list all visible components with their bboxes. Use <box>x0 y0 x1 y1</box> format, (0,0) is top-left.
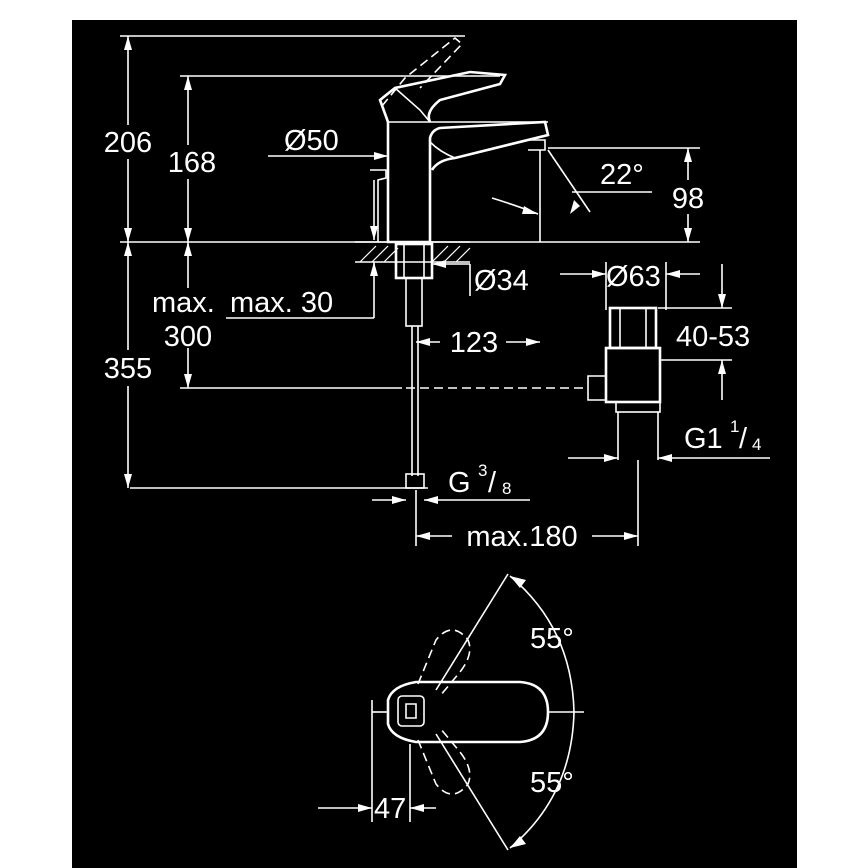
dimension-max-180: max.180 <box>415 460 639 553</box>
spout-curve <box>429 141 456 159</box>
waste-side-connector <box>587 375 607 401</box>
dimension-diameter-63: Ø63 <box>560 261 700 310</box>
label-355: 355 <box>104 353 152 385</box>
dimension-diameter-34: Ø34 <box>432 260 529 297</box>
cartridge-cap <box>397 695 425 727</box>
dimension-diameter-50: Ø50 <box>268 125 388 160</box>
label-thread-G-numerator: 3 <box>478 461 487 480</box>
label-thread-G: G <box>448 467 471 499</box>
label-thread-G1-numerator: 1 <box>730 417 739 436</box>
side-elevation-view <box>120 36 700 489</box>
handle-swing-up <box>417 629 471 697</box>
dimension-thread-G1-1-4: G1 1 / 4 <box>568 417 770 462</box>
countertop-hatching <box>359 245 471 263</box>
svg-text:/: / <box>739 423 748 455</box>
label-max-30: max. 30 <box>230 287 333 319</box>
dimension-angle-22: 22° <box>491 149 652 242</box>
label-300: 300 <box>164 321 212 353</box>
dimension-98: 98 <box>548 147 716 242</box>
dimension-40-53: 40-53 <box>658 264 750 400</box>
dimension-47: 47 <box>318 724 436 825</box>
dimension-thread-G3-8: G 3 / 8 <box>372 461 530 504</box>
dimension-206: 206 <box>96 35 465 242</box>
lever-edge <box>394 87 431 123</box>
aerator <box>528 139 546 151</box>
dimension-300: 300 <box>150 242 226 388</box>
label-168: 168 <box>168 147 216 179</box>
angle-arc-bottom <box>509 711 575 849</box>
threaded-shank <box>405 277 423 327</box>
label-thread-G1-denominator: 4 <box>752 435 761 454</box>
label-angle-55-top: 55° <box>530 623 574 655</box>
faucet-body-outline <box>386 120 550 244</box>
label-diameter-50: Ø50 <box>284 125 339 157</box>
popup-rod <box>370 169 387 242</box>
dimension-355: 355 <box>96 242 158 488</box>
label-thread-G1: G1 <box>684 423 723 455</box>
dimension-123: 123 <box>416 322 540 359</box>
label-angle-55-bottom: 55° <box>530 767 574 799</box>
dimension-max-30: max. max. 30 <box>152 180 378 319</box>
label-angle-22: 22° <box>600 159 644 191</box>
label-thread-G-denominator: 8 <box>502 479 511 498</box>
label-diameter-63: Ø63 <box>606 261 661 293</box>
lever-open-position <box>381 36 464 107</box>
label-47: 47 <box>374 793 406 825</box>
svg-text:/: / <box>488 467 497 499</box>
plan-view: 55° 55° <box>371 573 584 851</box>
handle-swing-down <box>417 727 471 795</box>
label-max-180: max.180 <box>466 521 577 553</box>
angle-arc-top <box>509 575 575 713</box>
label-40-53: 40-53 <box>676 321 750 353</box>
label-98: 98 <box>672 183 704 215</box>
label-max: max. <box>152 287 215 319</box>
dimension-168: 168 <box>160 75 500 242</box>
label-diameter-34: Ø34 <box>474 265 529 297</box>
label-123: 123 <box>450 327 498 359</box>
label-206: 206 <box>104 127 152 159</box>
lever-handle <box>378 70 508 123</box>
